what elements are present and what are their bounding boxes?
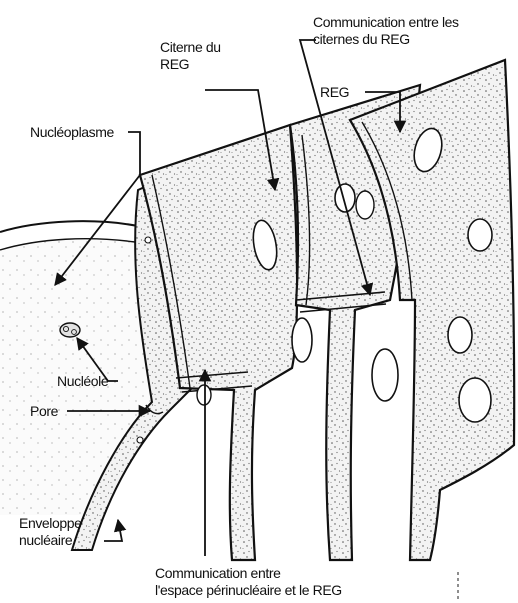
leader-enveloppe (104, 520, 122, 541)
fenestration (356, 191, 374, 219)
label-communication-espace: Communication entre l'espace périnucléai… (155, 565, 342, 599)
label-line: Enveloppe (19, 515, 82, 532)
fenestration (459, 378, 491, 422)
label-line: REG (160, 56, 221, 73)
label-enveloppe-nucleaire: Enveloppe nucléaire (19, 515, 82, 549)
label-line: Citerne du (160, 39, 221, 56)
label-line: REG (320, 84, 349, 101)
label-line: nucléaire (19, 532, 82, 549)
nuclear-pore (145, 237, 151, 243)
label-line: Communication entre (155, 565, 342, 582)
label-communication-cisternes: Communication entre les citernes du REG (313, 14, 459, 48)
label-line: Nucléoplasme (30, 124, 114, 141)
fenestration (292, 318, 312, 362)
nuclear-envelope-outer (0, 221, 138, 232)
fenestration (468, 219, 492, 251)
label-line: l'espace périnucléaire et le REG (155, 582, 342, 599)
label-nucleole: Nucléole (57, 373, 108, 390)
fenestration (335, 184, 355, 212)
fenestration (372, 349, 398, 401)
nuclear-pore (137, 437, 143, 443)
er-cisterna-3 (350, 60, 514, 560)
label-line: citernes du REG (313, 31, 459, 48)
fenestration (448, 317, 472, 353)
fenestration (197, 385, 211, 405)
label-reg: REG (320, 84, 349, 101)
label-nucleoplasme: Nucléoplasme (30, 124, 114, 141)
label-line: Nucléole (57, 373, 108, 390)
nucleolus (60, 323, 80, 337)
label-pore: Pore (30, 403, 58, 420)
label-line: Pore (30, 403, 58, 420)
label-line: Communication entre les (313, 14, 459, 31)
label-citerne-reg: Citerne du REG (160, 39, 221, 73)
